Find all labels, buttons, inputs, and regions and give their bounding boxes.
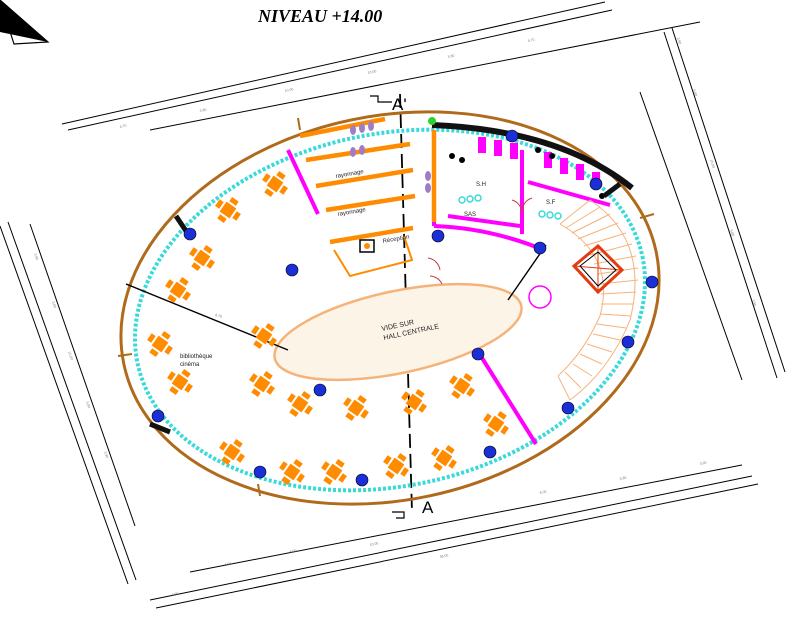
- dim-interior: 8.70: [215, 313, 223, 319]
- airlock-label: SAS: [464, 212, 476, 218]
- central-void: [273, 282, 523, 382]
- structural-column: [589, 177, 603, 191]
- dim-left-2: 5.80: [51, 301, 57, 309]
- dim-right-4: 5.80: [729, 229, 735, 237]
- drawing-title: NIVEAU +14.00: [257, 6, 382, 26]
- spiral-staircase: [557, 199, 639, 401]
- dim-top-6: 4.70: [527, 38, 535, 43]
- toilet-stalls: [478, 137, 600, 188]
- table-with-chairs: [449, 373, 475, 399]
- section-label-bottom: A: [422, 498, 434, 517]
- doors: [427, 197, 533, 285]
- dim-bottom-4: 10.00: [369, 541, 378, 547]
- magenta-partitions: [286, 136, 611, 446]
- table-with-chairs: [147, 331, 173, 357]
- structural-column: [533, 241, 547, 255]
- reception-label: Réception: [382, 234, 410, 245]
- structural-columns: [151, 129, 659, 487]
- dim-left-4: 5.80: [85, 401, 91, 409]
- dim-left-1: 3.90: [33, 253, 39, 261]
- table-with-chairs: [249, 371, 275, 397]
- library-label: bibliothèque: [180, 354, 213, 360]
- dim-left-5: 3.90: [103, 451, 109, 459]
- dim-top-1: 4.70: [119, 124, 127, 129]
- table-with-chairs: [167, 369, 193, 395]
- elevator-shaft: [571, 243, 625, 295]
- dim-right-3: 10.00: [709, 159, 716, 169]
- structural-column: [483, 445, 497, 459]
- men-wc-label: S.H: [476, 182, 486, 188]
- reception-desk: [333, 235, 414, 278]
- service-core-wall: [431, 122, 634, 191]
- dim-bottom-8: 3.90: [699, 461, 707, 466]
- structural-column: [431, 229, 445, 243]
- dim-top-5: 5.80: [447, 54, 455, 59]
- structural-column: [645, 275, 659, 289]
- dim-left-3: 10.00: [67, 351, 74, 361]
- structural-column: [621, 335, 635, 349]
- structural-column: [253, 465, 267, 479]
- structural-column: [505, 129, 519, 143]
- section-label-top: A': [392, 95, 407, 114]
- table-with-chairs: [321, 459, 347, 485]
- women-wc-label: S.F: [546, 200, 556, 206]
- dim-bottom-3: 6.00: [289, 549, 297, 554]
- dim-top-2: 5.80: [199, 108, 207, 113]
- table-with-chairs: [189, 245, 215, 271]
- dim-top-4: 10.00: [367, 69, 376, 75]
- storage-label-bottom: rayonnage: [337, 207, 367, 218]
- structural-column: [355, 473, 369, 487]
- wash-basins: [458, 194, 562, 220]
- dim-bottom-6: 6.00: [539, 490, 547, 495]
- dim-bottom-2: 5.90: [224, 562, 232, 567]
- table-with-chairs: [251, 323, 277, 349]
- table-groups: [147, 171, 509, 485]
- structural-column: [313, 383, 327, 397]
- reading-seats: [350, 121, 431, 193]
- structural-column: [151, 409, 165, 423]
- dim-right-1: 3.90: [676, 37, 682, 45]
- table-with-chairs: [219, 439, 245, 465]
- dimension-labels: 4.70 5.80 10.00 10.00 5.80 4.70 1.90 5.9…: [33, 37, 757, 597]
- library-shelving: [299, 116, 437, 245]
- table-with-chairs: [343, 395, 369, 421]
- circulation-marker: [528, 285, 552, 309]
- dim-top-3: 10.00: [284, 87, 293, 93]
- table-with-chairs: [401, 389, 427, 415]
- table-with-chairs: [431, 445, 457, 471]
- table-with-chairs: [279, 459, 305, 485]
- table-with-chairs: [262, 171, 288, 197]
- dim-right-5: 3.90: [751, 299, 757, 307]
- structural-column: [183, 227, 197, 241]
- storage-label-top: rayonnage: [335, 169, 365, 180]
- structural-column: [471, 347, 485, 361]
- north-arrow-icon: [0, 0, 50, 45]
- dim-right-2: 5.80: [692, 89, 698, 97]
- structural-column: [285, 263, 299, 277]
- table-with-chairs: [287, 391, 313, 417]
- cinema-label: cinéma: [180, 362, 200, 368]
- dim-bottom-1: 1.90: [171, 592, 179, 597]
- table-with-chairs: [215, 197, 241, 223]
- green-marker: [428, 117, 436, 125]
- structural-column: [561, 401, 575, 415]
- wall-piers: [117, 117, 655, 497]
- outer-wall: [119, 110, 661, 506]
- table-with-chairs: [483, 411, 509, 437]
- table-with-chairs: [165, 277, 191, 303]
- dim-bottom-5: 36.00: [439, 553, 448, 559]
- table-with-chairs: [383, 453, 409, 479]
- dim-bottom-7: 4.80: [619, 476, 627, 481]
- curtain-wall-glazing: [132, 127, 648, 493]
